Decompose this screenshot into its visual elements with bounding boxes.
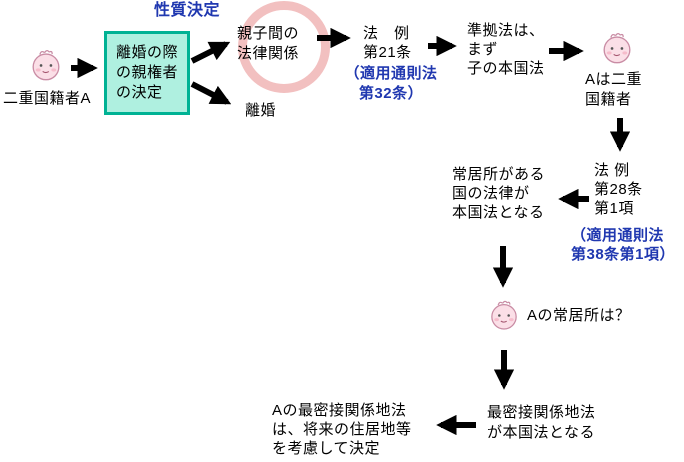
emphasis-ring	[238, 1, 330, 93]
label-divorce: 離婚	[245, 102, 277, 119]
label-a-closest-relation-conclusion: Aの最密接関係地法 は、将来の住居地等 を考慮して決定	[272, 402, 412, 457]
label-closest-relation-law: 最密接関係地法 が本国法となる	[487, 404, 596, 441]
label-dual-national-a: 二重国籍者A	[3, 90, 92, 107]
label-governing-law: 準拠法は、 まず 子の本国法	[467, 22, 545, 77]
label-quality-determination: 性質決定	[154, 2, 221, 19]
label-horei-article-21: 法 例 第21条	[363, 25, 412, 61]
label-a-habitual-residence: Aの常居所は？	[527, 307, 631, 324]
label-tsusokuho-article-32: （適用通則法 第32条）	[344, 65, 438, 102]
label-a-is-dual-national: Aは二重 国籍者	[585, 71, 643, 108]
baby-face-icon	[491, 300, 517, 330]
custody-decision-box: 離婚の際 の親権者 の決定	[104, 31, 190, 115]
label-horei-article-28: 法 例 第28条 第1項	[594, 162, 643, 217]
custody-decision-label: 離婚の際 の親権者 の決定	[115, 44, 178, 101]
baby-face-icon	[603, 33, 631, 64]
label-habitual-residence-law: 常居所がある 国の法律が 本国法となる	[452, 166, 546, 221]
label-tsusokuho-article-38: （適用通則法 第38条第1項）	[571, 227, 676, 263]
arrow-custody-box-to-parent-child	[190, 41, 231, 64]
arrow-custody-box-to-divorce	[190, 81, 232, 105]
baby-face-icon	[32, 50, 60, 81]
label-parent-child-relationship: 親子間の 法律関係	[237, 25, 300, 62]
